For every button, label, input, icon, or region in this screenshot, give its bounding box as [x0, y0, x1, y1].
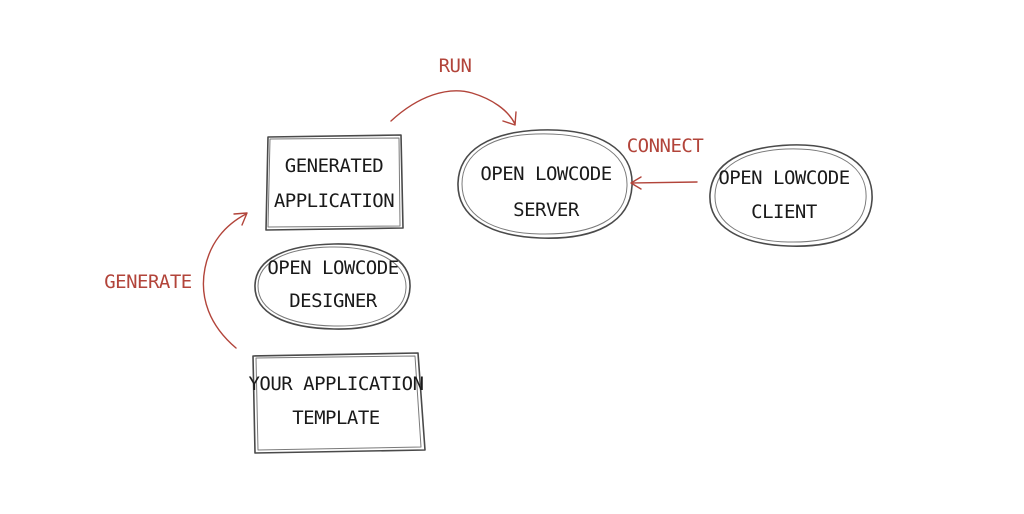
template-label-line1: YOUR APPLICATION — [248, 373, 423, 395]
server-node: OPEN LOWCODE SERVER — [457, 129, 633, 239]
designer-label-line2: DESIGNER — [289, 290, 378, 312]
generate-label: GENERATE — [104, 271, 192, 293]
template-node: YOUR APPLICATION TEMPLATE — [248, 352, 426, 454]
generated-application-label-line2: APPLICATION — [274, 190, 394, 212]
run-label: RUN — [439, 55, 472, 77]
client-label-line2: CLIENT — [751, 201, 817, 223]
generated-application-node: GENERATED APPLICATION — [265, 134, 404, 231]
client-node: OPEN LOWCODE CLIENT — [709, 144, 873, 247]
generate-arrow — [202, 212, 248, 349]
generated-application-label-line1: GENERATED — [285, 155, 384, 177]
connect-arrow — [630, 176, 698, 190]
client-label-line1: OPEN LOWCODE — [718, 167, 849, 189]
run-arrow — [390, 90, 517, 126]
server-label-line2: SERVER — [513, 199, 580, 221]
server-label-line1: OPEN LOWCODE — [480, 163, 611, 185]
connect-label: CONNECT — [627, 135, 704, 157]
template-label-line2: TEMPLATE — [292, 407, 380, 429]
designer-label-line1: OPEN LOWCODE — [267, 257, 398, 279]
designer-node: OPEN LOWCODE DESIGNER — [254, 243, 411, 330]
